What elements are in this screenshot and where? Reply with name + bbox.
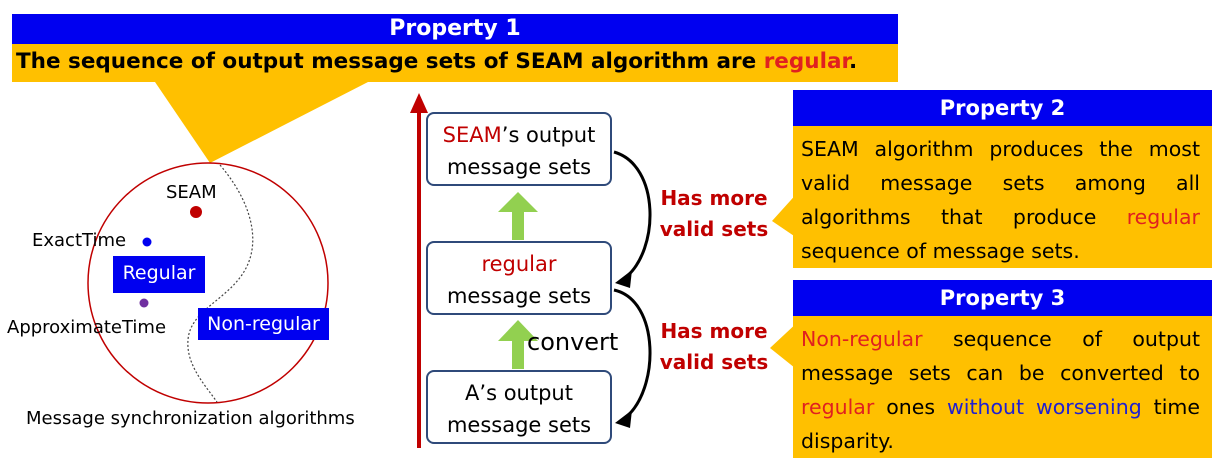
property2-text-main: SEAM algorithm produces the most valid m… [801, 137, 1200, 229]
approximatetime-dot [139, 298, 149, 308]
property1-text: The sequence of output message sets of S… [12, 44, 898, 82]
property1-pointer [155, 82, 368, 163]
has-more-line2: valid sets [659, 350, 769, 374]
has-more-line2: valid sets [659, 217, 769, 241]
property1-header: Property 1 [12, 14, 898, 44]
box-top-line1: ’s output [501, 123, 596, 147]
has-more-line1: Has more [660, 319, 768, 343]
a-output-box: A’s output message sets [426, 370, 612, 444]
property3-text-2: sequence of output message sets can be c… [801, 327, 1200, 385]
without-worsening-highlight: without worsening [947, 395, 1142, 419]
property2-highlight: regular [1126, 205, 1200, 229]
exacttime-label: ExactTime [32, 230, 127, 251]
non-regular-highlight: Non-regular [801, 327, 923, 351]
property2-text: SEAM algorithm produces the most valid m… [793, 126, 1212, 268]
property3-text-4: ones [874, 395, 947, 419]
box-bottom-line1: A’s output [465, 381, 573, 405]
box-top-line2: message sets [446, 155, 592, 179]
regular-highlight: regular [481, 252, 557, 276]
regular-boundary-dotted [187, 164, 254, 403]
approximatetime-label: ApproximateTime [7, 317, 167, 338]
property3-header: Property 3 [793, 280, 1212, 316]
property1-period: . [848, 49, 858, 74]
non-regular-tag: Non-regular [198, 308, 329, 340]
algorithm-set-circle [87, 162, 329, 404]
curved-arrow [613, 150, 652, 420]
property1-text-main: The sequence of output message sets of S… [16, 49, 764, 74]
seam-label: SEAM [166, 182, 217, 203]
venn-caption: Message synchronization algorithms [26, 408, 355, 429]
regular-sets-box: regular message sets [426, 241, 612, 315]
box-mid-line2: message sets [446, 284, 592, 308]
property3-text-6: time disparity. [801, 395, 1200, 453]
has-more-valid-sets-1: Has more valid sets [652, 183, 776, 245]
property3-text: Non-regular sequence of output message s… [793, 316, 1212, 458]
seam-dot [190, 206, 202, 218]
seam-highlight: SEAM [442, 123, 502, 147]
regular-tag: Regular [113, 256, 205, 293]
regular-highlight: regular [801, 395, 875, 419]
seam-output-box: SEAM’s output message sets [426, 112, 612, 186]
has-more-line1: Has more [660, 186, 768, 210]
exacttime-dot [142, 237, 152, 247]
property1-highlight: regular [763, 49, 849, 74]
green-up-arrow [498, 192, 538, 369]
property2-header: Property 2 [793, 90, 1212, 126]
convert-label: convert [527, 328, 619, 356]
property3-pointer [770, 320, 800, 372]
has-more-valid-sets-2: Has more valid sets [652, 316, 776, 378]
property2-text-end: sequence of message sets. [801, 239, 1080, 263]
box-bottom-line2: message sets [446, 413, 592, 437]
